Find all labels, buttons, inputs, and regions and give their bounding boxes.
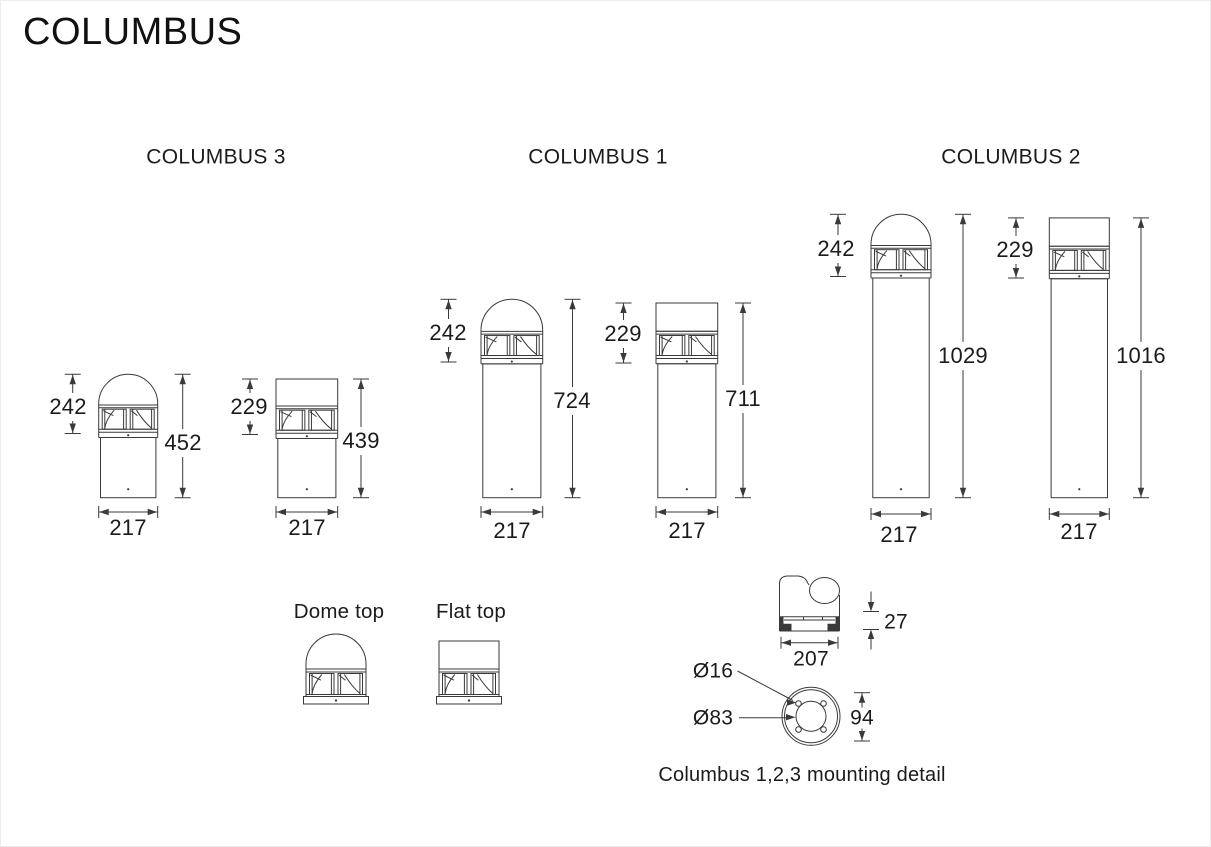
dim-c1-flat-width: 217 — [668, 518, 706, 543]
dim-spigot-diameter: Ø83 — [692, 706, 734, 730]
figure-flat-top-detail — [436, 640, 502, 705]
dim-c2-flat-head-height: 229 — [996, 237, 1034, 262]
bollard-columbus1-flat — [655, 302, 719, 499]
heading-columbus-1: COLUMBUS 1 — [528, 145, 668, 169]
label-dome-top: Dome top — [293, 599, 385, 623]
figure-mounting-ring-plan — [781, 686, 870, 746]
figure-dome-top-detail — [303, 633, 369, 705]
figure-mounting-base-side — [779, 575, 879, 650]
dim-c1-dome-head-height: 242 — [429, 320, 467, 345]
dim-c1-flat-head-height: 229 — [604, 321, 642, 346]
dim-c2-flat-width: 217 — [1060, 519, 1098, 544]
dim-c2-dome-total-height: 1029 — [938, 343, 988, 368]
page-title: COLUMBUS — [23, 11, 243, 53]
dim-c2-dome-head-height: 242 — [817, 236, 855, 261]
dim-c3-dome-total-height: 452 — [164, 430, 202, 455]
dim-base-width: 207 — [793, 647, 829, 671]
dim-c3-dome-width: 217 — [109, 515, 147, 540]
dim-bolt-hole-diameter: Ø16 — [692, 659, 734, 683]
dim-base-plate-height: 27 — [884, 610, 908, 634]
dim-c2-dome-width: 217 — [880, 522, 918, 547]
label-flat-top: Flat top — [436, 599, 506, 623]
leader-lines — [737, 670, 797, 721]
heading-columbus-2: COLUMBUS 2 — [941, 145, 1081, 169]
bollard-columbus3-flat — [275, 378, 339, 499]
dim-bolt-circle-height: 94 — [850, 706, 874, 730]
bollard-columbus2-dome — [870, 213, 932, 499]
bollard-columbus3-dome — [98, 373, 159, 499]
heading-columbus-3: COLUMBUS 3 — [146, 145, 286, 169]
dim-c3-dome-head-height: 242 — [49, 394, 87, 419]
dim-c1-flat-total-height: 711 — [725, 386, 761, 411]
dim-c1-dome-total-height: 724 — [553, 388, 591, 413]
dim-c3-flat-total-height: 439 — [342, 428, 380, 453]
bollard-columbus1-dome — [480, 298, 544, 499]
mounting-detail-caption: Columbus 1,2,3 mounting detail — [658, 764, 946, 786]
dim-c3-flat-head-height: 229 — [230, 394, 268, 419]
dim-c3-flat-width: 217 — [288, 515, 326, 540]
dim-c1-dome-width: 217 — [493, 518, 531, 543]
dim-c2-flat-total-height: 1016 — [1116, 343, 1166, 368]
bollard-columbus2-flat — [1048, 217, 1110, 499]
dimension-lines — [64, 213, 1149, 520]
